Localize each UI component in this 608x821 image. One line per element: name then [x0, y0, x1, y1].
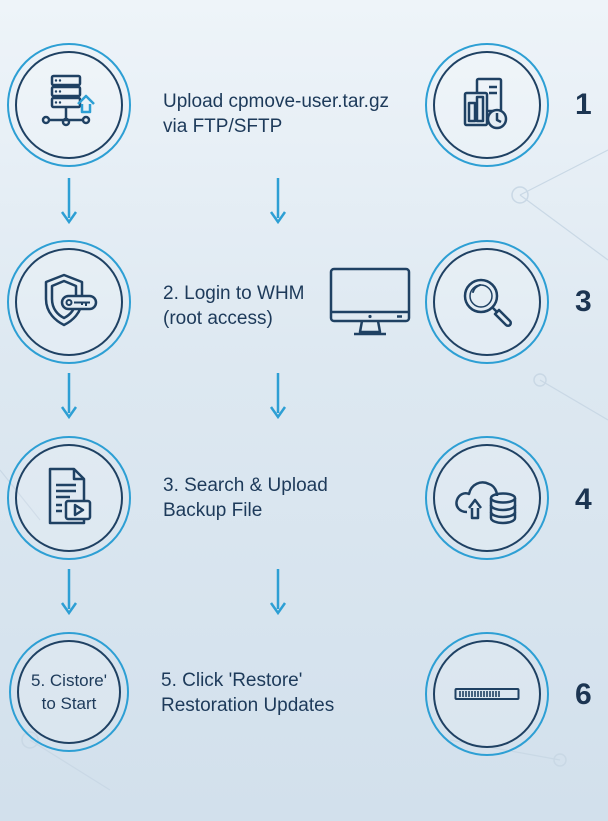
arrow-down-icon: [269, 373, 287, 420]
document-video-icon: [48, 467, 92, 525]
monitor-icon: [329, 267, 411, 336]
document-video-circle: [7, 436, 131, 560]
arrow-down-icon: [60, 373, 78, 420]
step-3-line2: Backup File: [163, 500, 263, 521]
progress-bar-circle: [425, 632, 549, 756]
start-circle-text: 5. Cistore' to Start: [31, 669, 107, 715]
start-circle-line2: to Start: [41, 694, 97, 713]
magnifier-icon: [463, 278, 512, 327]
arrow-down-icon: [269, 569, 287, 616]
progress-bar-icon: [454, 688, 520, 700]
start-text-circle: 5. Cistore' to Start: [9, 632, 129, 752]
server-upload-icon: [41, 74, 95, 127]
cloud-database-circle: [425, 436, 549, 560]
arrow-down-icon: [60, 178, 78, 225]
arrow-down-icon: [269, 178, 287, 225]
documents-clock-icon: [463, 77, 508, 130]
shield-key-circle: [7, 240, 131, 364]
step-2-line1: 2. Login to WHM: [163, 283, 305, 304]
step-1-line2: via FTP/SFTP: [163, 116, 283, 137]
step-1-label: Upload cpmove-user.tar.gz via FTP/SFTP: [163, 89, 389, 139]
documents-clock-circle: [425, 43, 549, 167]
step-number-1: 1: [575, 88, 592, 121]
shield-key-icon: [44, 273, 98, 327]
step-3-line1: 3. Search & Upload: [163, 475, 328, 496]
step-number-6: 6: [575, 678, 592, 711]
magnifier-circle: [425, 240, 549, 364]
step-4-line1: 5. Click 'Restore': [161, 670, 303, 691]
step-4-line2: Restoration Updates: [161, 695, 335, 716]
step-2-label: 2. Login to WHM (root access): [163, 281, 305, 331]
server-upload-circle: [7, 43, 131, 167]
arrow-down-icon: [60, 569, 78, 616]
step-number-4: 4: [575, 483, 592, 516]
step-1-line1: Upload cpmove-user.tar.gz: [163, 91, 390, 112]
step-4-label: 5. Click 'Restore' Restoration Updates: [161, 668, 334, 718]
step-2-line2: (root access): [163, 308, 273, 329]
cloud-upload-database-icon: [455, 481, 517, 525]
step-number-3: 3: [575, 285, 592, 318]
start-circle-line1: 5. Cistore': [31, 671, 107, 690]
step-3-label: 3. Search & Upload Backup File: [163, 473, 328, 523]
